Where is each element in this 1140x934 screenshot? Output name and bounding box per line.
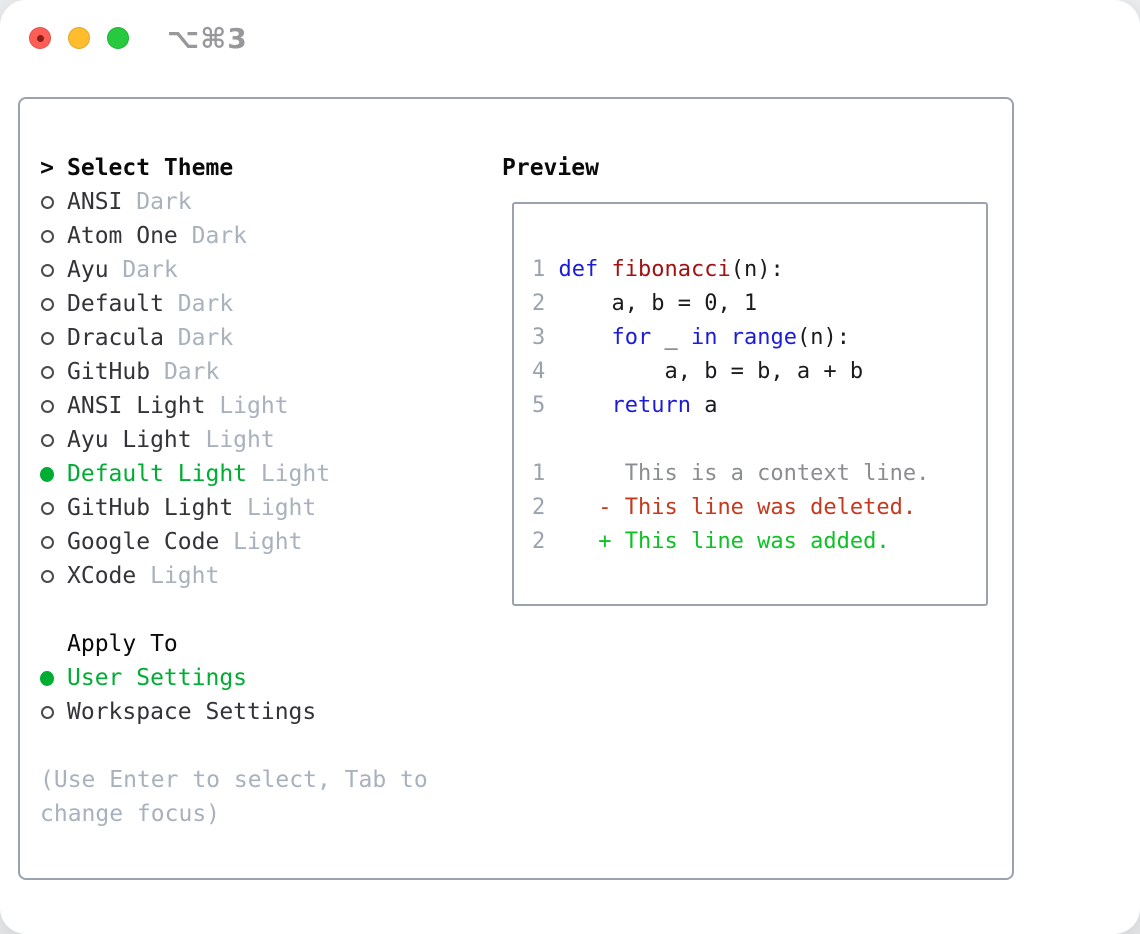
preview-title: Preview: [502, 155, 599, 181]
preview-code-line: 3 for _ in range(n):: [532, 325, 850, 350]
radio-icon: [40, 195, 54, 209]
option-label: GitHub: [67, 359, 151, 385]
preview-code-line: 2 + This line was added.: [532, 529, 890, 554]
keyboard-hint-text: (Use Enter to select, Tab to change focu…: [40, 767, 428, 827]
preview-code-line: 5 return a: [532, 393, 718, 418]
select-theme-title: Select Theme: [67, 155, 234, 181]
select-theme-header: > Select Theme: [40, 151, 480, 185]
spacer: [40, 729, 480, 763]
theme-variant-tag: Light: [136, 563, 220, 589]
option-label: Google Code: [67, 529, 220, 555]
option-label: ANSI: [67, 189, 123, 215]
radio-icon: [40, 399, 54, 413]
theme-variant-tag: Dark: [163, 291, 234, 317]
theme-variant-tag: Light: [247, 461, 331, 487]
theme-variant-tag: Dark: [150, 359, 220, 385]
apply-to-title: Apply To: [67, 631, 178, 657]
option-label: Workspace Settings: [67, 699, 317, 725]
close-button[interactable]: [29, 27, 51, 49]
zoom-button[interactable]: [107, 27, 129, 49]
option-label: Ayu Light: [67, 427, 192, 453]
theme-option-github[interactable]: GitHub Dark: [40, 355, 480, 389]
radio-icon: [40, 297, 54, 311]
radio-icon: [40, 263, 54, 277]
close-dot-icon: [37, 35, 44, 42]
theme-variant-tag: Light: [219, 529, 303, 555]
spacer: [40, 593, 480, 627]
theme-option-xcode[interactable]: XCode Light: [40, 559, 480, 593]
theme-option-google-code[interactable]: Google Code Light: [40, 525, 480, 559]
theme-option-ansi-light[interactable]: ANSI Light Light: [40, 389, 480, 423]
theme-variant-tag: Dark: [163, 325, 234, 351]
radio-icon: [40, 331, 54, 345]
preview-code-line: 1 This is a context line.: [532, 461, 930, 486]
option-label: User Settings: [67, 665, 248, 691]
option-label: Atom One: [67, 223, 178, 249]
window-shortcut-title: ⌥⌘3: [167, 22, 248, 55]
theme-option-atom-one[interactable]: Atom One Dark: [40, 219, 480, 253]
option-label: GitHub Light: [67, 495, 234, 521]
option-label: Default Light: [67, 461, 248, 487]
preview-code-line: 2 a, b = 0, 1: [532, 291, 758, 316]
radio-icon: [40, 365, 54, 379]
option-label: XCode: [67, 563, 137, 589]
theme-option-ayu-light[interactable]: Ayu Light Light: [40, 423, 480, 457]
theme-variant-tag: Dark: [122, 189, 192, 215]
theme-option-github-light[interactable]: GitHub Light Light: [40, 491, 480, 525]
preview-panel: Preview 1 def fibonacci(n): 2 a, b = 0, 1…: [502, 151, 988, 606]
preview-code-line: [532, 423, 986, 457]
theme-option-default-light[interactable]: Default Light Light: [40, 457, 480, 491]
theme-variant-tag: Dark: [108, 257, 178, 283]
radio-selected-icon: [40, 670, 54, 686]
option-label: Default: [67, 291, 164, 317]
caret-icon: >: [40, 155, 54, 181]
radio-icon: [40, 501, 54, 515]
option-label: ANSI Light: [67, 393, 206, 419]
theme-option-ansi[interactable]: ANSI Dark: [40, 185, 480, 219]
theme-option-dracula[interactable]: Dracula Dark: [40, 321, 480, 355]
title-bar: ⌥⌘3: [0, 0, 1140, 76]
radio-icon: [40, 705, 54, 719]
apply-to-header: Apply To: [40, 627, 480, 661]
option-label: Dracula: [67, 325, 164, 351]
option-label: Ayu: [67, 257, 109, 283]
preview-code-line: 1 def fibonacci(n):: [532, 257, 784, 282]
theme-variant-tag: Dark: [177, 223, 248, 249]
apply-option-workspace-settings[interactable]: Workspace Settings: [40, 695, 480, 729]
radio-icon: [40, 569, 54, 583]
theme-option-default[interactable]: Default Dark: [40, 287, 480, 321]
minimize-button[interactable]: [68, 27, 90, 49]
theme-variant-tag: Light: [191, 427, 275, 453]
preview-code-line: 2 - This line was deleted.: [532, 495, 917, 520]
theme-option-ayu[interactable]: Ayu Dark: [40, 253, 480, 287]
theme-variant-tag: Light: [233, 495, 317, 521]
apply-option-user-settings[interactable]: User Settings: [40, 661, 480, 695]
radio-icon: [40, 229, 54, 243]
preview-code-box: 1 def fibonacci(n): 2 a, b = 0, 1 3 for _ …: [512, 202, 988, 606]
radio-selected-icon: [40, 466, 54, 482]
preview-code-line: 4 a, b = b, a + b: [532, 359, 864, 384]
radio-icon: [40, 433, 54, 447]
theme-variant-tag: Light: [205, 393, 289, 419]
radio-icon: [40, 535, 54, 549]
